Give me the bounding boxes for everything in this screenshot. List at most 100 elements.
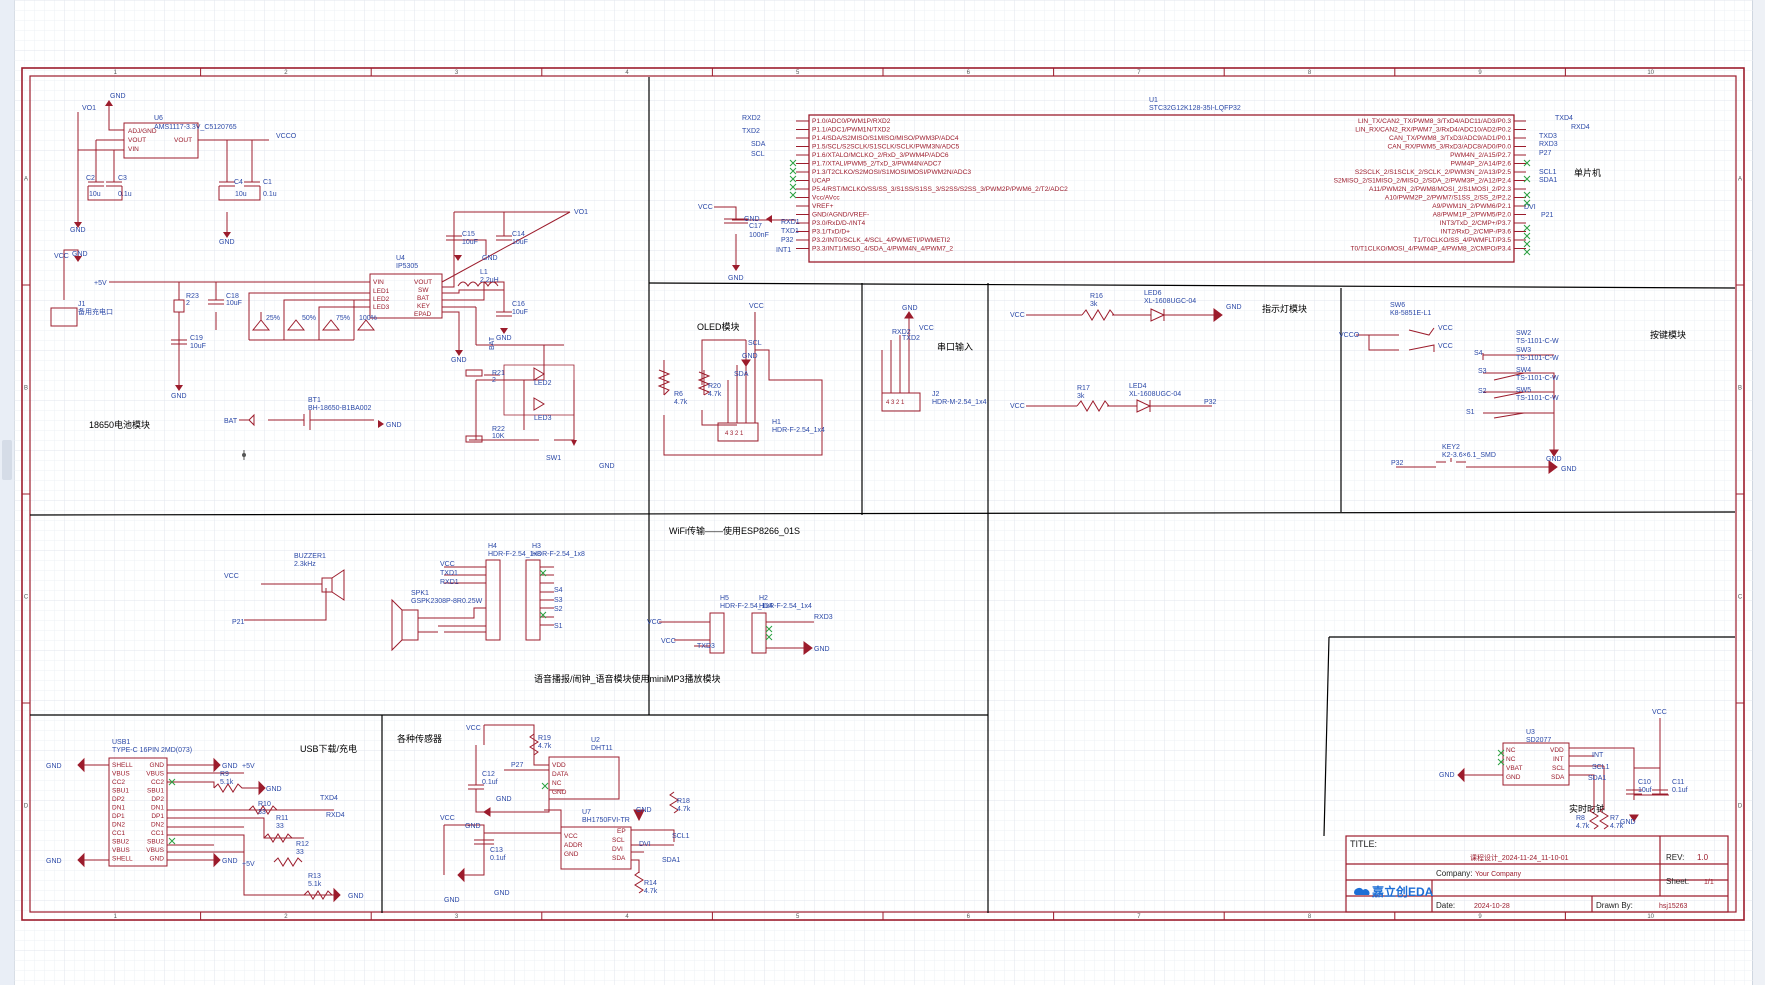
indicator-labels: VCC R16 3k LED6 XL-1608UGC-04 GND VCC R1… xyxy=(1010,290,1242,410)
r6-val: 4.7k xyxy=(674,399,688,406)
led-50: 50% xyxy=(302,315,316,322)
r22-val: 10K xyxy=(492,433,505,440)
net-gnd-6: GND xyxy=(171,393,187,400)
u1-ref: U1 xyxy=(1149,97,1158,104)
sw2-val: TS-1101-C-W xyxy=(1516,338,1559,345)
sw3-ref: SW3 xyxy=(1516,347,1531,354)
usb-gnd-r2: GND xyxy=(222,858,238,865)
row-label-right-C: C xyxy=(1738,595,1743,601)
bt1-val: BH-18650-B1BA002 xyxy=(308,405,372,412)
net-s3: S3 xyxy=(1478,368,1487,375)
col-label-bottom-3: 3 xyxy=(455,914,459,920)
c13-val: 0.1uf xyxy=(490,855,506,862)
led-100: 100% xyxy=(359,315,377,322)
led-25: 25% xyxy=(266,315,280,322)
usb1-left-pin: CC2 xyxy=(112,779,125,786)
title-keys: 按键模块 xyxy=(1650,329,1686,340)
voice-labels: BUZZER1 2.3kHz VCC P21 H4 HDR-F-2.54_1x8… xyxy=(224,543,585,630)
r8-val: 4.7k xyxy=(1576,823,1590,830)
u7-pin-dvi: DVI xyxy=(612,846,623,853)
led4-ref: LED4 xyxy=(1129,383,1147,390)
net-vo1-2: VO1 xyxy=(574,209,588,216)
wifi-section[interactable] xyxy=(659,612,814,655)
usb1-right-pin: CC1 xyxy=(151,830,164,837)
sw6-ref: SW6 xyxy=(1390,302,1405,309)
u1-left-pin: P3.0/RxD/D-/INT4 xyxy=(812,220,865,227)
voice-section[interactable] xyxy=(244,559,554,652)
net-scl: SCL xyxy=(751,151,765,158)
sens-sda1: SDA1 xyxy=(662,857,680,864)
usb1-right-pin: SBU2 xyxy=(147,839,164,846)
u6-ref: U6 xyxy=(154,115,163,122)
sw1-ref: SW1 xyxy=(546,455,561,462)
led-75: 75% xyxy=(336,315,350,322)
r23-ref: R23 xyxy=(186,293,199,300)
u1-left-pin: P1.6/XTALO/MCLKO_2/RxD_3/PWM4P/ADC6 xyxy=(812,152,949,159)
rtc-section[interactable] xyxy=(1457,718,1669,830)
r9-ref: R9 xyxy=(220,771,229,778)
usb1-right-pin: GND xyxy=(150,856,165,863)
title-rtc: 实时时钟 xyxy=(1569,803,1605,814)
oled-section[interactable] xyxy=(657,312,823,456)
indicator-section[interactable] xyxy=(1026,308,1223,413)
tb-title-label: TITLE: xyxy=(1350,839,1377,849)
rtc-int: INT xyxy=(1592,752,1604,759)
col-label-bottom-10: 10 xyxy=(1647,914,1654,920)
title-battery: 18650电池模块 xyxy=(89,419,150,430)
h1-ref: H1 xyxy=(772,419,781,426)
r21-val: 2 xyxy=(492,377,496,384)
usb-section[interactable] xyxy=(77,757,341,903)
logo-text: 嘉立创EDA xyxy=(1371,884,1434,899)
sens-dvi: DVI xyxy=(639,841,651,848)
r23-val: 2 xyxy=(186,300,190,307)
mcu-section[interactable]: P1.0/ADC0/PWM1P/RXD2P1.1/ADC1/PWM1N/TXD2… xyxy=(698,97,1590,282)
net-bat-2: BAT xyxy=(224,418,238,425)
voice-net-txd1: TXD1 xyxy=(440,570,458,577)
h3-val: HDR-F-2.54_1x8 xyxy=(532,551,585,558)
keys-labels: SW6 K8-5851E-L1 VCCO VCC VCC SW2 TS-1101… xyxy=(1339,302,1577,473)
h2-val: HDR-F-2.54_1x4 xyxy=(759,603,812,610)
sens-gnd5: GND xyxy=(494,890,510,897)
left-panel-edge[interactable] xyxy=(0,0,15,985)
c4-ref: C4 xyxy=(234,179,243,186)
u1-left-pin: P1.0/ADC0/PWM1P/RXD2 xyxy=(812,118,891,125)
net-dvi: DVI xyxy=(1524,204,1536,211)
serial-section[interactable] xyxy=(881,311,921,412)
r22-ref: R22 xyxy=(492,426,505,433)
u7-val: BH1750FVI-TR xyxy=(582,817,630,824)
c12-ref: C12 xyxy=(482,771,495,778)
usb1-left-pin: DP1 xyxy=(112,813,125,820)
r7-ref: R7 xyxy=(1610,815,1619,822)
rtc-pin-labels: NC NC VBAT GND VDD INT SCL SDA xyxy=(1506,747,1565,781)
usb1-left-pin: CC1 xyxy=(112,830,125,837)
u6-pin-adj: ADJ/GND xyxy=(128,128,157,135)
right-panel-edge[interactable] xyxy=(1752,0,1765,985)
net-rxd1: RXD1 xyxy=(781,219,800,226)
power-section[interactable]: U6 AMS1117-3.3V_C5120765 VO1 GND C2 10u … xyxy=(50,93,615,470)
r17-ref: R17 xyxy=(1077,385,1090,392)
r8-ref: R8 xyxy=(1576,815,1585,822)
u1-right-pin: S2SCLK_2/S1SCLK_2/SCLK_2/PWM3N_2/A13/P2.… xyxy=(1355,169,1511,176)
sens-vcc: VCC xyxy=(466,725,481,732)
ind-vcc2: VCC xyxy=(1010,403,1025,410)
panel-collapse-handle[interactable] xyxy=(2,440,12,480)
sens-scl1: SCL1 xyxy=(672,833,690,840)
sw5-val: TS-1101-C-W xyxy=(1516,395,1559,402)
row-label-right-D: D xyxy=(1738,804,1743,810)
sensors-section[interactable] xyxy=(443,724,679,894)
j2-pins: 4 3 2 1 xyxy=(886,400,905,406)
u6-pin-vout2: VOUT xyxy=(174,137,192,144)
net-p32: P32 xyxy=(781,237,794,244)
wifi-labels: VCC VCC TXD3 RXD3 GND H5 HDR-F-2.54_1x4 … xyxy=(647,595,833,653)
ind-gnd: GND xyxy=(1226,304,1242,311)
u2-pin-vdd: VDD xyxy=(552,762,566,769)
c10-ref: C10 xyxy=(1638,779,1651,786)
col-label-bottom-1: 1 xyxy=(114,914,118,920)
wifi-vcc1: VCC xyxy=(647,619,662,626)
led6-ref: LED6 xyxy=(1144,290,1162,297)
keys-section[interactable] xyxy=(1356,327,1559,474)
